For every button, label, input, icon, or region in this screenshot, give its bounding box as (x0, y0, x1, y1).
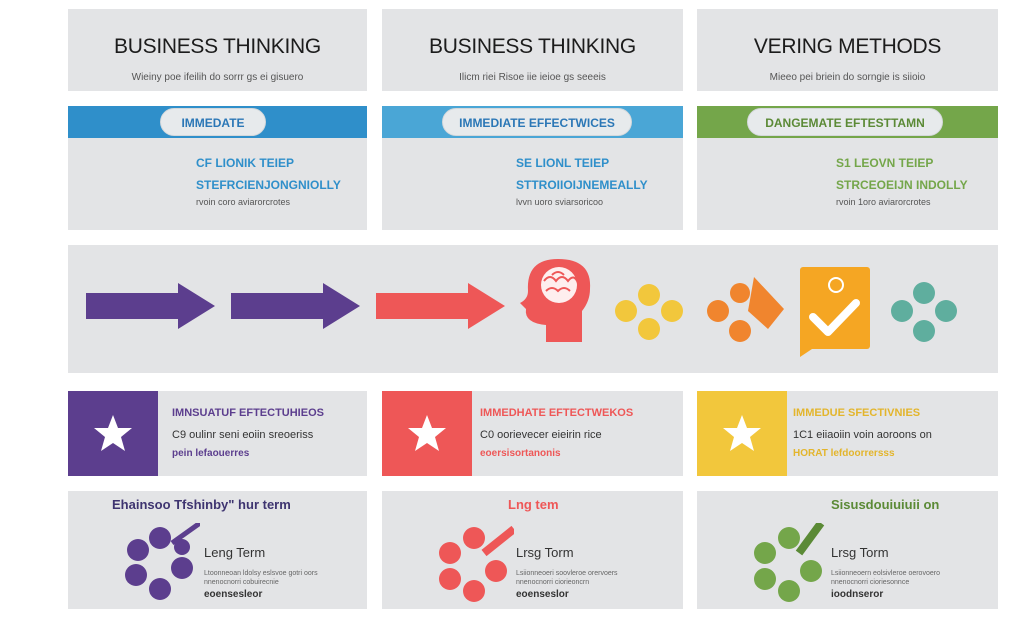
long-term-desc: Lsiionneoern eolsivleroe oerovoero nneno… (831, 569, 940, 587)
card-small-text: rvoin 1oro aviarorcrotes (836, 197, 931, 207)
long-term-card-1: Ehainsoo Tfshinby" hur term Leng Term Lt… (68, 491, 367, 609)
teal-dots-icon (891, 282, 957, 342)
card-title: VERING METHODS (753, 35, 942, 58)
desc-line: Lsiionneoern eolsivleroe oerovoero (831, 570, 940, 577)
arrow-purple-2-icon (231, 283, 360, 329)
card-line-2: STTROIIOIJNEMEALLY (516, 178, 648, 192)
effect-card-1: IMMEDATE CF LIONIK TEIEP STEFRCIENJONGNI… (68, 106, 367, 230)
long-term-title: Lng tem (508, 497, 559, 512)
header-card-1: BUSINESS THINKING Wieiny poe ifeilih do … (68, 9, 367, 91)
star-tile (697, 391, 787, 476)
long-term-label: Lrsg Torm (516, 545, 574, 560)
star-icon (408, 415, 446, 451)
card-line-1: CF LIONIK TEIEP (196, 156, 295, 170)
effect-card-3: DANGEMATE EFTESTTAMN S1 LEOVN TEIEP STRC… (697, 106, 998, 230)
flow-graphic (86, 259, 957, 357)
card-subtitle: Ilicm riei Risoe iie ieioe gs seeeis (459, 72, 606, 83)
card-title: BUSINESS THINKING (429, 35, 636, 58)
star-card-note: eoersisortanonis (480, 448, 561, 459)
long-term-footer: ioodnseror (831, 589, 884, 600)
card-small-text: rvoin coro aviarorcrotes (196, 197, 291, 207)
card-pill: DANGEMATE EFTESTTAMN (747, 108, 943, 136)
long-term-label: Leng Term (204, 545, 266, 560)
star-card-3: IMMEDUE SFECTIVNIES 1C1 eiiaoiin voin ao… (697, 391, 998, 476)
star-tile (382, 391, 472, 476)
long-term-title: Ehainsoo Tfshinby" hur term (112, 497, 291, 512)
card-pill: IMMEDATE (160, 108, 266, 136)
flow-strip (68, 245, 998, 373)
arrow-purple-1-icon (86, 283, 215, 329)
green-cluster-icon (754, 523, 825, 602)
star-card-heading: IMMEDHATE EFTECTWEKOS (480, 407, 634, 419)
header-card-2: BUSINESS THINKING Ilicm riei Risoe iie i… (382, 9, 683, 91)
long-term-card-2: Lng tem Lrsg Torm Lsiionneoeri soovleroe… (382, 491, 683, 609)
card-line-2: STEFRCIENJONGNIOLLY (196, 178, 341, 192)
long-term-footer: eoensesleor (204, 589, 263, 600)
card-small-text: lvvn uoro sviarsoricoo (516, 197, 604, 207)
star-card-text: 1C1 eiiaoiin voin aoroons on (793, 429, 932, 441)
star-card-text: C9 oulinr seni eoiin sreoeriss (172, 429, 314, 441)
purple-cluster-icon (125, 523, 200, 600)
long-term-title: Sisusdouiuiuii on (831, 497, 940, 512)
long-term-footer: eoenseslor (516, 589, 569, 600)
star-card-heading: IMMEDUE SFECTIVNIES (793, 407, 921, 419)
star-icon (94, 415, 132, 451)
card-pill: IMMEDIATE EFFECTWICES (442, 108, 632, 136)
star-card-2: IMMEDHATE EFTECTWEKOS C0 oorievecer eiei… (382, 391, 683, 476)
star-tile (68, 391, 158, 476)
head-brain-icon (520, 259, 591, 342)
card-subtitle: Wieiny poe ifeilih do sorrr gs ei gisuer… (131, 72, 304, 83)
header-card-3: VERING METHODS Mieeo pei briein do sorng… (697, 9, 998, 91)
card-line-1: S1 LEOVN TEIEP (836, 156, 934, 170)
card-title: BUSINESS THINKING (114, 35, 321, 58)
red-cluster-icon (439, 525, 514, 602)
effect-card-2: IMMEDIATE EFFECTWICES SE LIONL TEIEP STT… (382, 106, 683, 230)
card-subtitle: Mieeo pei briein do sorngie is siioio (769, 72, 926, 83)
star-card-note: pein lefaouerres (172, 448, 250, 459)
long-term-card-3: Sisusdouiuiuii on Lrsg Torm Lsiionneoern… (697, 491, 998, 609)
desc-line: nnenocnorri ciorieoncrn (516, 579, 590, 586)
arrow-red-icon (376, 283, 505, 329)
desc-line: nnenocnorri cioriesonnce (831, 579, 910, 586)
orange-dots-icon (707, 277, 784, 342)
star-icon (723, 415, 761, 451)
yellow-dots-icon (615, 284, 683, 340)
card-line-2: STRCEOEIJN INDOLLY (836, 178, 968, 192)
star-card-note: HORAT lefdoorrersss (793, 448, 895, 459)
long-term-desc: Ltoonneoan ldolsy eslsvoe gotri oors nne… (204, 569, 318, 587)
check-speech-icon (800, 267, 870, 357)
star-card-heading: IMNSUATUF EFTECTUHIEOS (172, 407, 324, 419)
star-card-1: IMNSUATUF EFTECTUHIEOS C9 oulinr seni eo… (68, 391, 367, 476)
desc-line: Ltoonneoan ldolsy eslsvoe gotri oors (204, 570, 318, 577)
long-term-desc: Lsiionneoeri soovleroe orervoers nnenocn… (516, 569, 618, 587)
card-line-1: SE LIONL TEIEP (516, 156, 610, 170)
desc-line: Lsiionneoeri soovleroe orervoers (516, 570, 618, 577)
desc-line: nnenocnorri cobuirecnie (204, 579, 279, 586)
long-term-label: Lrsg Torm (831, 545, 889, 560)
star-card-text: C0 oorievecer eieirin rice (480, 429, 602, 441)
